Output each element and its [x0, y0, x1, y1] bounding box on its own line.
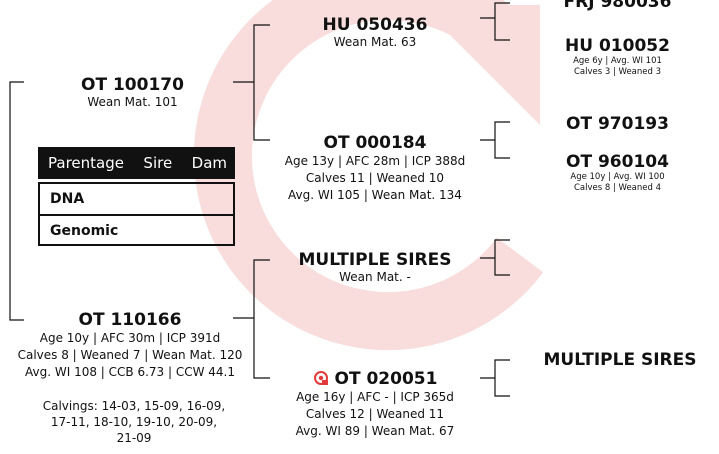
node-detail: Age 10y | AFC 30m | ICP 391d	[4, 330, 256, 347]
legend-dam: Dam	[192, 154, 227, 172]
node-name: HU 010052	[530, 36, 705, 56]
legend-dna: DNA	[40, 184, 233, 214]
node-detail: Age 6y | Avg. WI 101	[530, 56, 705, 67]
sire-target-icon	[313, 370, 329, 386]
node-detail: Calves 8 | Weaned 4	[530, 183, 705, 194]
node-name: OT 100170	[40, 75, 225, 95]
node-ot000184[interactable]: OT 000184 Age 13y | AFC 28m | ICP 388d C…	[270, 133, 480, 204]
node-detail: Calves 12 | Weaned 11	[270, 406, 480, 423]
node-hu010052[interactable]: HU 010052 Age 6y | Avg. WI 101 Calves 3 …	[530, 36, 705, 78]
node-name: MULTIPLE SIRES	[285, 250, 465, 270]
node-name: MULTIPLE SIRES	[530, 350, 710, 370]
node-name: OT 000184	[270, 133, 480, 153]
node-name: OT 970193	[530, 114, 705, 134]
node-name: OT 110166	[4, 310, 256, 330]
calvings-line: 17-11, 18-10, 19-10, 20-09,	[4, 414, 264, 430]
node-detail: Calves 3 | Weaned 3	[530, 67, 705, 78]
node-detail: Wean Mat. -	[285, 270, 465, 285]
node-ot100170[interactable]: OT 100170 Wean Mat. 101	[40, 75, 225, 110]
node-multiple-sires-1[interactable]: MULTIPLE SIRES Wean Mat. -	[285, 250, 465, 285]
node-name: OT 960104	[530, 152, 705, 172]
node-ot110166[interactable]: OT 110166 Age 10y | AFC 30m | ICP 391d C…	[4, 310, 256, 381]
calvings-line: 21-09	[4, 430, 264, 446]
node-ot960104[interactable]: OT 960104 Age 10y | Avg. WI 100 Calves 8…	[530, 152, 705, 194]
calvings-line: Calvings: 14-03, 15-09, 16-09,	[4, 398, 264, 414]
legend-genomic: Genomic	[40, 214, 233, 246]
node-detail: Wean Mat. 63	[290, 35, 460, 50]
node-detail: Avg. WI 105 | Wean Mat. 134	[270, 187, 480, 204]
node-ot970193[interactable]: OT 970193	[530, 114, 705, 134]
legend-parentage: Parentage	[48, 154, 124, 172]
node-detail: Age 13y | AFC 28m | ICP 388d	[270, 153, 480, 170]
node-detail: Avg. WI 108 | CCB 6.73 | CCW 44.1	[4, 364, 256, 381]
parentage-legend: Parentage Sire Dam	[38, 147, 235, 179]
node-detail: Calves 8 | Weaned 7 | Wean Mat. 120	[4, 347, 256, 364]
node-frj980036[interactable]: FRJ 980036	[530, 0, 705, 12]
node-detail: Age 10y | Avg. WI 100	[530, 172, 705, 183]
node-detail: Calves 11 | Weaned 10	[270, 170, 480, 187]
node-ot020051[interactable]: OT 020051 Age 16y | AFC - | ICP 365d Cal…	[270, 369, 480, 440]
node-detail: Age 16y | AFC - | ICP 365d	[270, 389, 480, 406]
calvings-list: Calvings: 14-03, 15-09, 16-09, 17-11, 18…	[4, 398, 264, 446]
node-multiple-sires-2[interactable]: MULTIPLE SIRES	[530, 350, 710, 370]
node-name: HU 050436	[290, 15, 460, 35]
node-name: FRJ 980036	[530, 0, 705, 12]
node-detail: Avg. WI 89 | Wean Mat. 67	[270, 423, 480, 440]
node-hu050436[interactable]: HU 050436 Wean Mat. 63	[290, 15, 460, 50]
verification-legend: DNA Genomic	[38, 182, 235, 246]
node-name: OT 020051	[335, 369, 438, 389]
node-detail: Wean Mat. 101	[40, 95, 225, 110]
legend-sire: Sire	[143, 154, 172, 172]
